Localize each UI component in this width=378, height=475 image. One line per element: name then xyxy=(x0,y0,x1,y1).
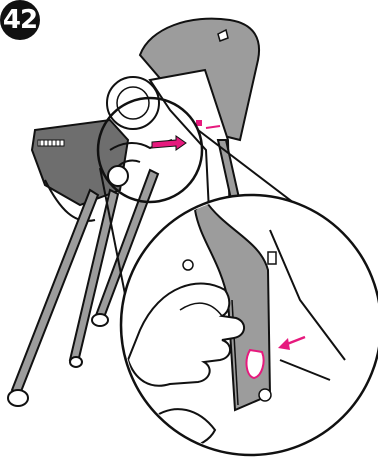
release-button xyxy=(247,350,264,378)
push-arrow-small xyxy=(152,136,186,150)
step-number: 42 xyxy=(0,0,40,40)
wheel xyxy=(70,357,82,367)
step-badge: 42 xyxy=(0,0,40,40)
wheel xyxy=(8,390,28,406)
wheel xyxy=(92,314,108,326)
